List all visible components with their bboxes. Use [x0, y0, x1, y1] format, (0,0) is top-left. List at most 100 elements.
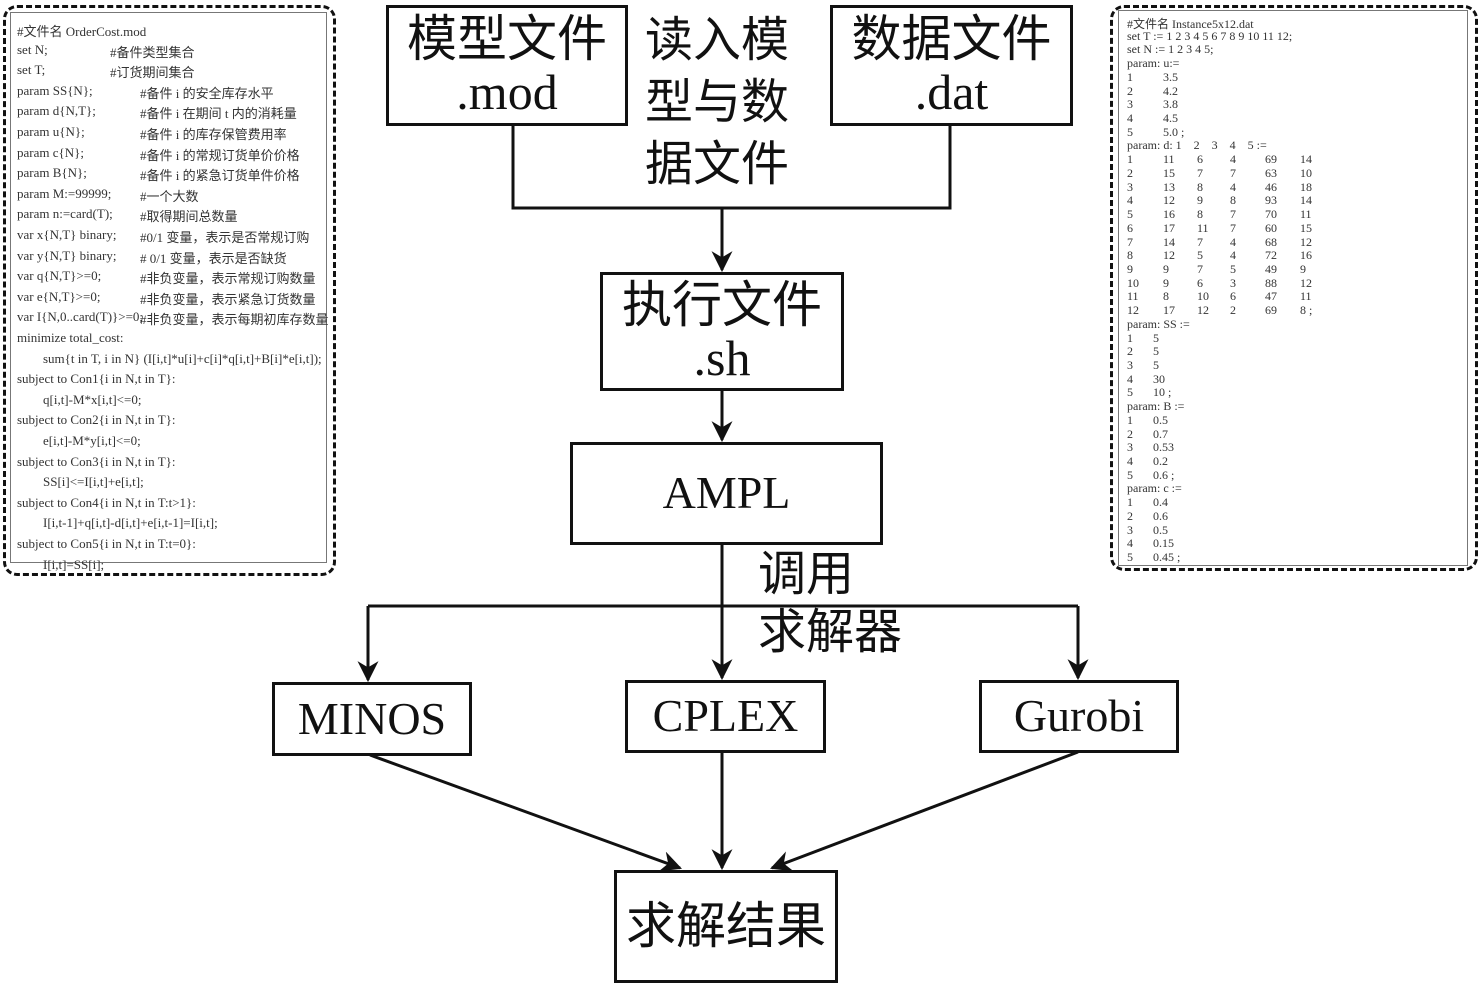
- code-text: param M:=99999;: [17, 185, 112, 201]
- data-cell: 3.8: [1163, 97, 1178, 112]
- code-text: set N;: [17, 41, 48, 57]
- data-cell: 12: [1127, 303, 1139, 318]
- data-cell: 1: [1127, 412, 1133, 427]
- model-file-title: 模型文件: [407, 11, 607, 67]
- data-cell: 7: [1197, 261, 1203, 276]
- data-cell: 4.2: [1163, 83, 1178, 98]
- data-cell: 11: [1127, 289, 1139, 304]
- data-cell: 93: [1265, 193, 1277, 208]
- data-cell: 2: [1127, 426, 1133, 441]
- data-cell: 47: [1265, 289, 1277, 304]
- data-cell: 15: [1163, 165, 1175, 180]
- code-comment: #取得期间总数量: [140, 209, 238, 225]
- exec-file-ext: .sh: [693, 329, 751, 386]
- code-text: SS[i]<=I[i,t]+e[i,t];: [17, 474, 144, 490]
- model-file-ext: .mod: [456, 63, 558, 120]
- data-cell: 0.2: [1153, 454, 1168, 469]
- data-cell: 9: [1197, 193, 1203, 208]
- data-cell: 11: [1300, 207, 1312, 222]
- code-text: sum{t in T, i in N} (I[i,t]*u[i]+c[i]*q[…: [17, 350, 322, 366]
- data-cell: 0.4: [1153, 495, 1168, 510]
- data-cell: 72: [1265, 248, 1277, 263]
- data-cell: 10: [1300, 165, 1312, 180]
- data-cell: 10 ;: [1153, 385, 1172, 400]
- arrow-gurobi-result: [770, 750, 1079, 872]
- model-file-box: 模型文件 .mod: [386, 5, 628, 126]
- call-label-line: 求解器: [758, 606, 903, 659]
- data-cell: 14: [1163, 234, 1175, 249]
- code-text: minimize total_cost:: [17, 330, 124, 345]
- data-cell: 10: [1127, 275, 1139, 290]
- code-text: param B{N};: [17, 165, 87, 181]
- data-cell: 4: [1127, 536, 1133, 551]
- data-cell: 70: [1265, 207, 1277, 222]
- data-cell: 3: [1127, 97, 1133, 112]
- data-cell: 4: [1127, 193, 1133, 208]
- data-cell: 6: [1230, 289, 1236, 304]
- data-cell: 8 ;: [1300, 303, 1313, 318]
- code-text: I[i,t]=SS[i];: [17, 556, 105, 572]
- code-comment: #非负变量，表示每期初库存数量: [140, 312, 329, 328]
- data-cell: 17: [1163, 220, 1175, 235]
- data-cell: 9: [1127, 261, 1133, 276]
- data-cell: 4: [1127, 111, 1133, 126]
- data-cell: param: B :=: [1127, 399, 1185, 414]
- code-text: q[i,t]-M*x[i,t]<=0;: [17, 391, 142, 407]
- result-label: 求解结果: [626, 898, 826, 955]
- data-cell: 14: [1300, 193, 1312, 208]
- data-cell: 4: [1127, 371, 1133, 386]
- data-cell: 9: [1163, 261, 1169, 276]
- data-cell: set N := 1 2 3 4 5;: [1127, 42, 1214, 57]
- data-cell: 17: [1163, 303, 1175, 318]
- read-label-line: 型与数: [645, 76, 790, 129]
- data-cell: param: d: 1 2 3 4 5 :=: [1127, 138, 1267, 153]
- code-comment: #备件 i 的安全库存水平: [140, 85, 274, 101]
- exec-file-title: 执行文件: [622, 277, 822, 333]
- data-cell: 8: [1230, 193, 1236, 208]
- data-cell: 5: [1153, 358, 1159, 372]
- read-label: 读入模 型与数 据文件: [645, 10, 789, 196]
- solver-label: MINOS: [297, 692, 447, 744]
- code-comment: #非负变量，表示紧急订货数量: [140, 291, 316, 307]
- data-cell: 9: [1300, 261, 1306, 276]
- data-file-ext: .dat: [914, 63, 989, 120]
- data-cell: 8: [1197, 207, 1203, 222]
- dat-file-panel: [1110, 5, 1478, 571]
- code-text: subject to Con2{i in N,t in T}:: [17, 412, 176, 428]
- data-cell: 18: [1300, 179, 1312, 194]
- data-cell: 46: [1265, 179, 1277, 194]
- code-text: subject to Con1{i in N,t in T}:: [17, 371, 176, 387]
- data-cell: 14: [1300, 152, 1312, 167]
- data-cell: 60: [1265, 220, 1277, 235]
- code-comment: # 0/1 变量，表示是否缺货: [140, 250, 287, 266]
- data-cell: 6: [1197, 275, 1203, 290]
- mod-file-panel: [3, 5, 336, 576]
- code-text: e[i,t]-M*y[i,t]<=0;: [17, 433, 141, 448]
- data-cell: 12: [1300, 234, 1312, 249]
- data-cell: 6: [1197, 152, 1203, 167]
- code-comment: #备件 i 的常规订货单价价格: [140, 147, 300, 163]
- data-cell: 8: [1163, 289, 1169, 304]
- data-cell: 9: [1163, 275, 1169, 290]
- data-cell: 15: [1300, 220, 1312, 235]
- data-cell: 3: [1127, 440, 1133, 455]
- solver-box-gurobi: Gurobi: [979, 680, 1179, 753]
- ampl-box: AMPL: [570, 442, 883, 545]
- call-solver-label: 调用 求解器: [758, 546, 902, 662]
- data-cell: 8: [1127, 248, 1133, 263]
- call-label-line: 调用: [758, 548, 855, 601]
- ampl-label: AMPL: [662, 467, 791, 519]
- data-cell: 69: [1265, 152, 1277, 167]
- solver-box-cplex: CPLEX: [625, 680, 826, 753]
- data-cell: 5: [1127, 467, 1133, 482]
- data-cell: 4: [1230, 152, 1236, 167]
- data-cell: #文件名 Instance5x12.dat: [1127, 17, 1254, 31]
- data-cell: 2: [1127, 508, 1133, 523]
- code-text: #文件名 OrderCost.mod: [17, 24, 147, 39]
- data-cell: 7: [1197, 234, 1203, 249]
- data-cell: 4: [1127, 454, 1133, 469]
- code-text: param c{N};: [17, 144, 84, 160]
- data-cell: 10: [1197, 289, 1209, 304]
